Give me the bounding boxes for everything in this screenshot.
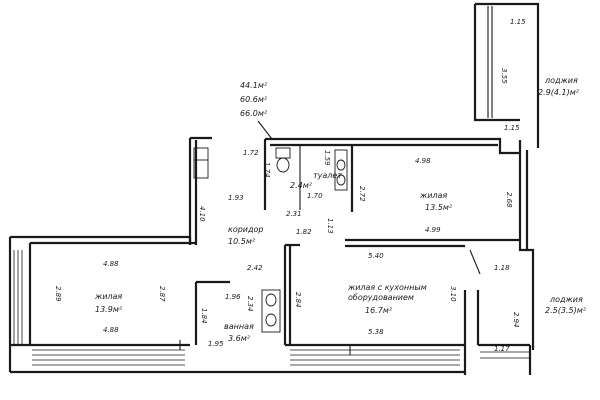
dim-left-bottom: 4.88: [103, 326, 119, 334]
dim-corridor-left: 4.10: [198, 206, 206, 222]
loggia-bottom-window: [480, 351, 530, 359]
kitchen-name-line1: жилая с кухонным: [347, 283, 427, 292]
living-left-area: 13.9м²: [95, 305, 123, 314]
toilet-name: туалет: [313, 171, 342, 180]
corridor-area: 10.5м²: [228, 237, 256, 246]
bathroom-area: 3.6м²: [228, 334, 251, 343]
dim-corridor-mid: 2.31: [286, 210, 302, 218]
living-left-name: жилая: [94, 292, 122, 301]
dim-right-bottom: 4.99: [425, 226, 441, 234]
dim-toilet-top: 1.59: [323, 150, 331, 166]
dim-toilet-left: 1.72: [243, 149, 259, 157]
loggia-bottom-area: 2.5(3.5)м²: [545, 306, 587, 315]
bathroom-name: ванная: [224, 322, 254, 331]
dim-toilet-right: 2.72: [358, 186, 366, 202]
loggia-bottom-name: лоджия: [549, 295, 583, 304]
corridor-name: коридор: [228, 225, 264, 234]
tower-outer-wall: [475, 2, 540, 148]
dimension-labels: 1.15 3.55 1.15 1.72 1.74 1.59 1.70 2.72 …: [54, 18, 526, 353]
walls: [8, 2, 540, 375]
dim-loggia-bottom-bottom: 1.17: [494, 345, 510, 353]
dim-loggia-top-bottom: 1.15: [504, 124, 520, 132]
area-total-balcony: 66.0м²: [240, 109, 268, 118]
dim-kitchen-right: 3.10: [449, 286, 457, 302]
summary-areas: 44.1м² 60.6м² 66.0м²: [240, 81, 273, 140]
dim-loggia-bottom-side: 2.94: [512, 312, 520, 328]
dim-loggia-bottom-top: 1.18: [494, 264, 510, 272]
dim-loggia-top-height: 3.55: [500, 68, 508, 84]
dim-bath-bottom: 1.95: [208, 340, 224, 348]
kitchen-area: 16.7м²: [365, 306, 393, 315]
loggia-top-name: лоджия: [544, 76, 578, 85]
living-right-area: 13.5м²: [425, 203, 453, 212]
bottom-window-right: [290, 349, 460, 366]
dim-left-top: 4.88: [103, 260, 119, 268]
room-labels: туалет 2.4м² жилая 13.5м² коридор 10.5м²…: [94, 76, 587, 343]
left-window: [13, 250, 23, 345]
area-total: 60.6м²: [240, 95, 268, 104]
kitchen-name-line2: оборудованием: [348, 293, 414, 302]
kitchen-door-leaf: [469, 249, 481, 275]
dim-bath-top: 1.96: [225, 293, 241, 301]
dim-bath-right: 2.34: [246, 296, 254, 312]
dim-corridor-top: 1.93: [228, 194, 244, 202]
bottom-window-left: [32, 349, 185, 366]
dim-left-right: 2.87: [158, 286, 166, 302]
dim-toilet-bottom: 1.70: [307, 192, 323, 200]
dim-kitchen-top: 5.40: [368, 252, 384, 260]
bathtub-icon: [261, 289, 281, 333]
area-living: 44.1м²: [240, 81, 268, 90]
upper-top-wall: [265, 137, 520, 155]
dim-right-top: 4.98: [415, 157, 431, 165]
living-right-name: жилая: [419, 191, 447, 200]
dim-kitchen-bottom: 5.38: [368, 328, 384, 336]
tower-inner-wall: [473, 4, 520, 122]
dim-bath-left: 1.84: [200, 308, 208, 324]
dim-loggia-top-width: 1.15: [510, 18, 526, 26]
closet: [193, 147, 209, 179]
dim-left-side: 2.89: [54, 286, 62, 302]
fixtures: [261, 147, 348, 333]
dim-kitchen-left: 2.84: [294, 292, 302, 308]
loggia-top-area: 2.9(4.1)м²: [538, 88, 580, 97]
toilet-area: 2.4м²: [290, 181, 313, 190]
sink-icon: [334, 149, 348, 191]
toilet-icon: [275, 147, 291, 173]
dim-toilet-side: 1.74: [263, 162, 271, 178]
dim-corridor-bottom-right: 1.82: [296, 228, 312, 236]
dim-corridor-right: 1.13: [326, 218, 334, 234]
dim-corridor-bottom: 2.42: [247, 264, 263, 272]
dim-right-side: 2.68: [505, 192, 513, 208]
summary-leader: [257, 120, 273, 140]
